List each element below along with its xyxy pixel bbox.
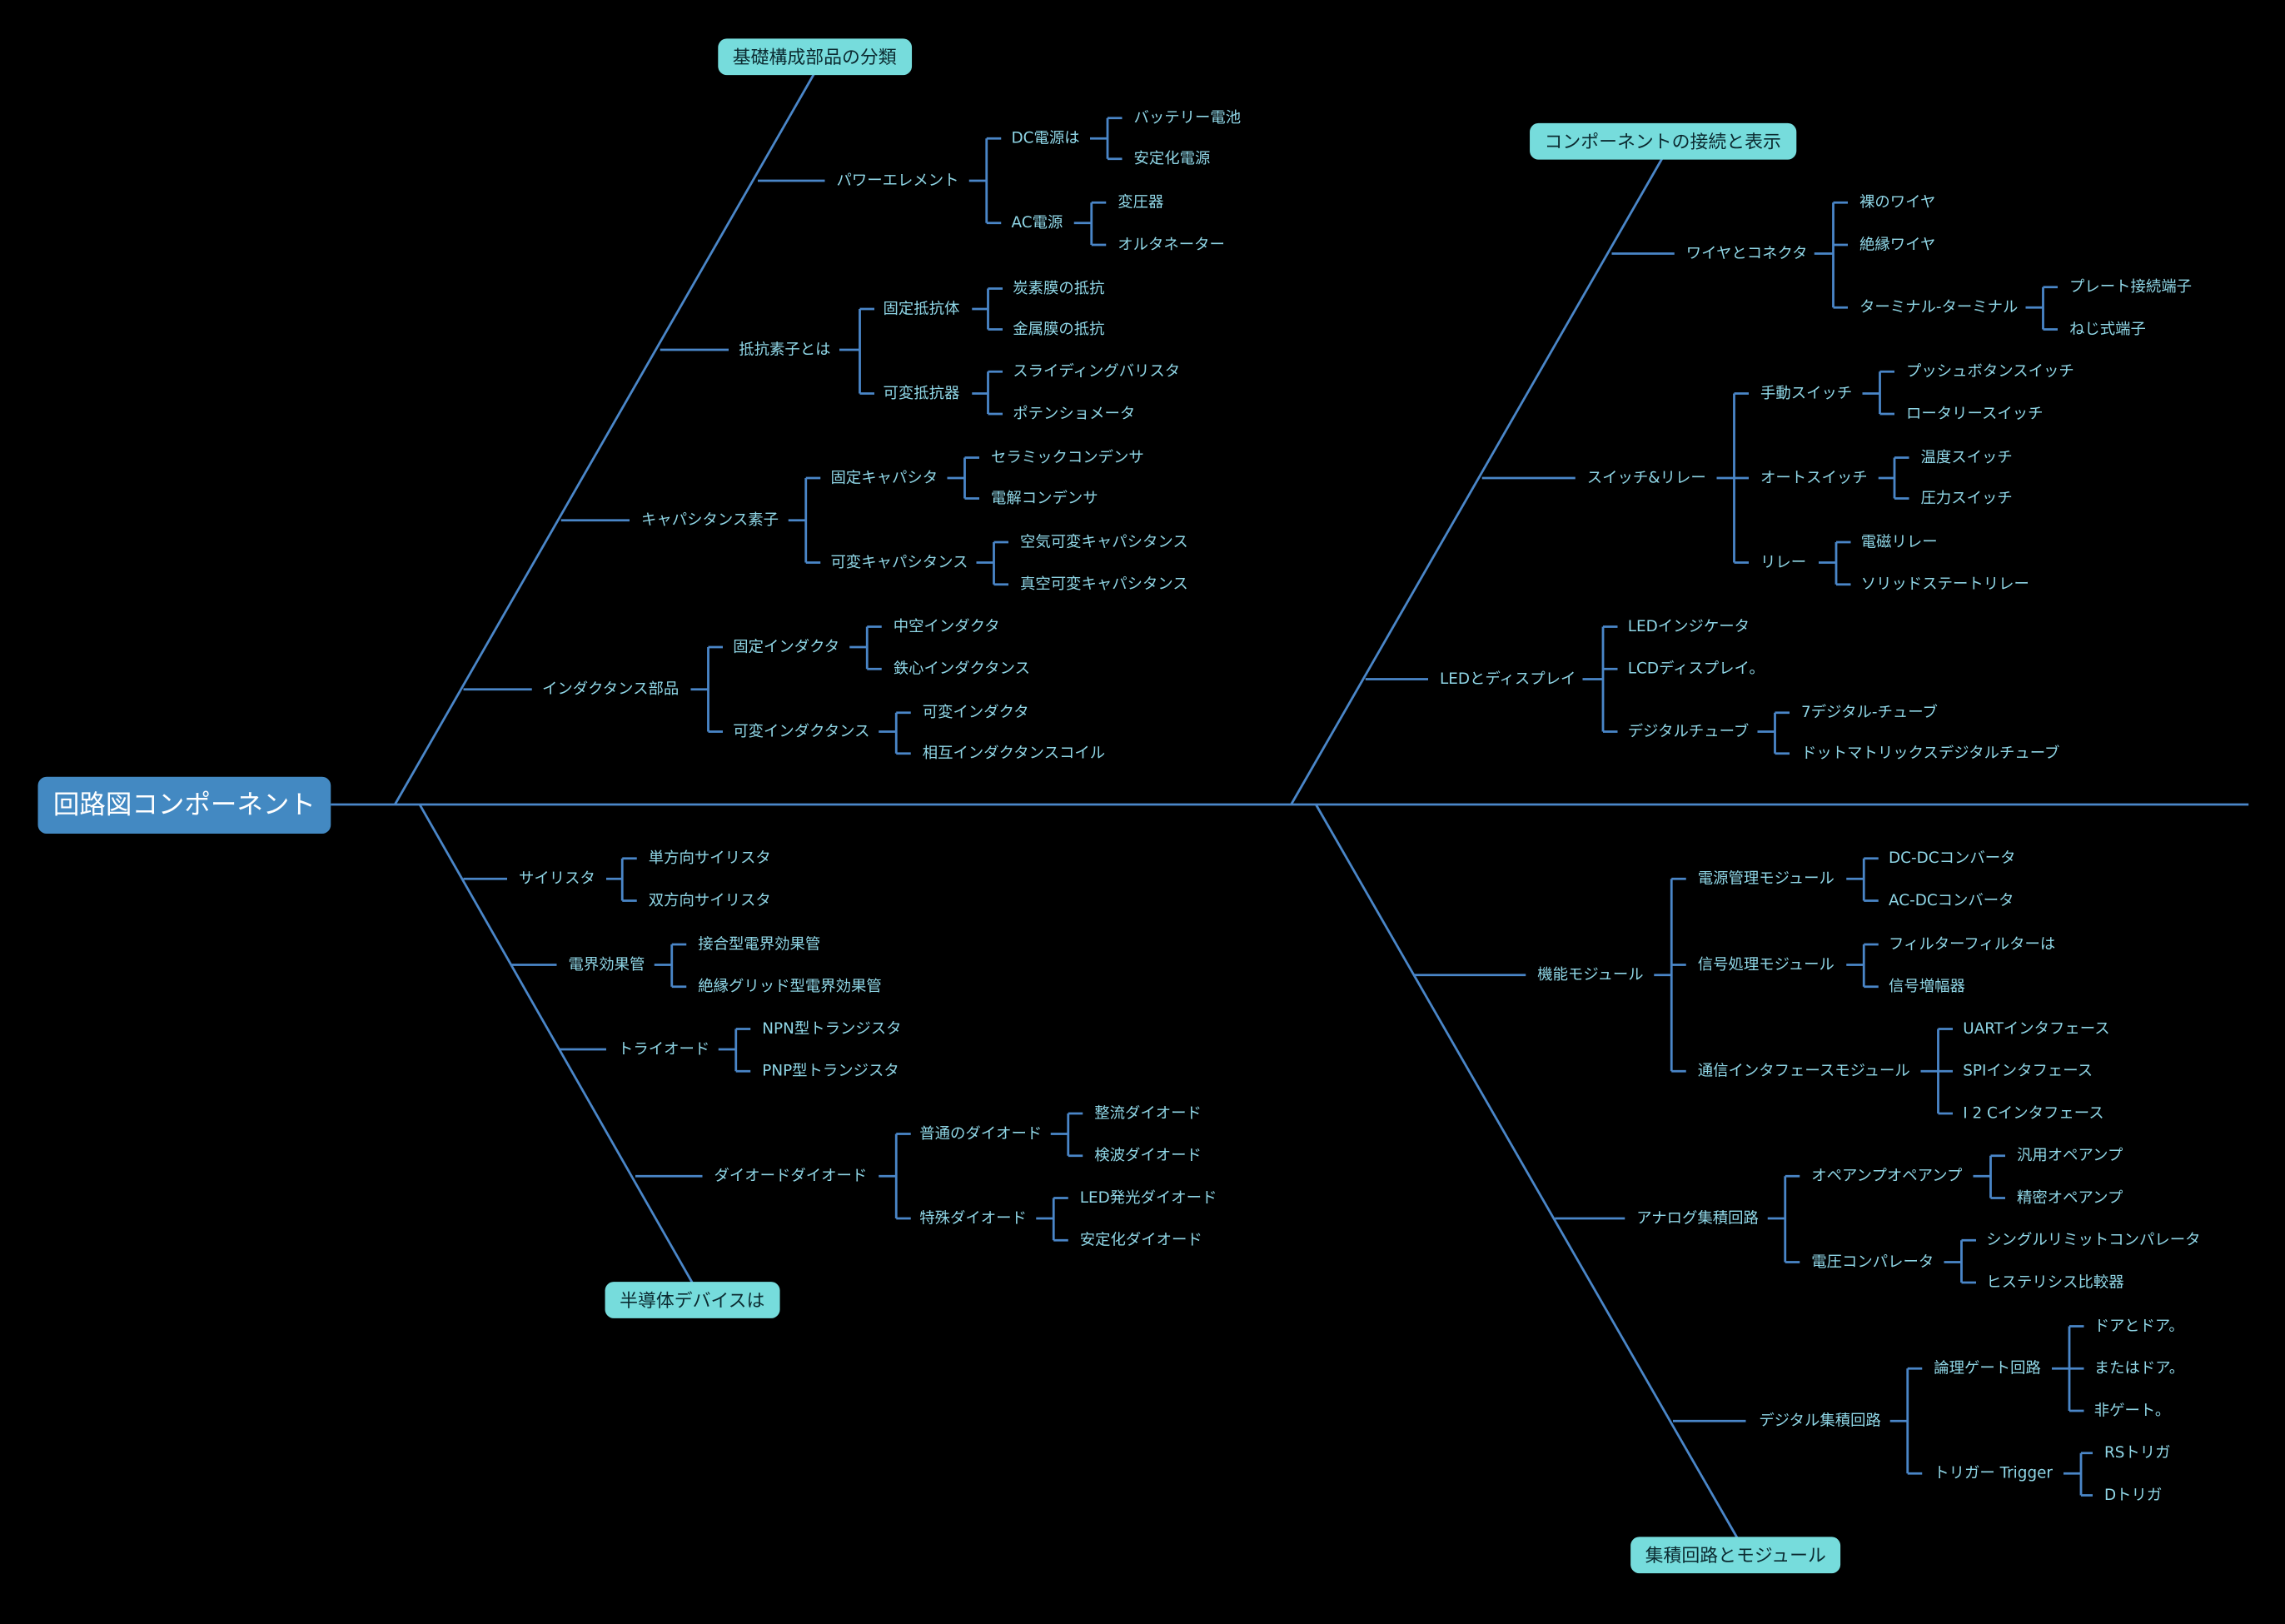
node-diode[interactable]: ダイオードダイオード <box>714 1167 868 1185</box>
node-special-diode[interactable]: 特殊ダイオード <box>919 1209 1027 1228</box>
node-screw-terminal[interactable]: ねじ式端子 <box>2069 321 2146 338</box>
node-carbon-film[interactable]: 炭素膜の抵抗 <box>1013 280 1105 297</box>
node-power-management-module[interactable]: 電源管理モジュール <box>1697 869 1834 888</box>
node-i2c-interface[interactable]: I 2 Cインタフェース <box>1963 1104 2104 1123</box>
node-dcdc-converter[interactable]: DC-DCコンバータ <box>1889 849 2016 868</box>
node-spi-interface[interactable]: SPIインタフェース <box>1963 1062 2093 1080</box>
node-stabilized-power[interactable]: 安定化電源 <box>1133 150 1211 168</box>
node-single-limit-comparator[interactable]: シングルリミットコンパレータ <box>1986 1231 2201 1249</box>
node-filter[interactable]: フィルターフィルターは <box>1889 935 2056 954</box>
node-mutual-inductance-coil[interactable]: 相互インダクタンスコイル <box>922 745 1106 763</box>
node-pnp-transistor[interactable]: PNP型トランジスタ <box>762 1062 899 1080</box>
node-manual-switch[interactable]: 手動スイッチ <box>1760 385 1853 402</box>
node-insulated-wire[interactable]: 絶縁ワイヤ <box>1859 236 1936 254</box>
node-pressure-switch[interactable]: 圧力スイッチ <box>1920 490 2013 507</box>
node-rotary-switch[interactable]: ロータリースイッチ <box>1906 405 2044 423</box>
node-solid-state-relay[interactable]: ソリッドステートリレー <box>1860 575 2029 594</box>
node-transformer[interactable]: 変圧器 <box>1118 193 1164 212</box>
node-wire-connector[interactable]: ワイヤとコネクタ <box>1685 245 1808 262</box>
node-potentiometer[interactable]: ポテンショメータ <box>1013 405 1136 423</box>
node-not-gate[interactable]: 非ゲート。 <box>2093 1402 2171 1420</box>
node-electrolytic-capacitor[interactable]: 電解コンデンサ <box>991 490 1098 507</box>
node-inductance[interactable]: インダクタンス部品 <box>542 680 680 699</box>
node-analog-ic[interactable]: アナログ集積回路 <box>1636 1209 1759 1228</box>
node-sliding-varistor[interactable]: スライディングバリスタ <box>1013 362 1181 381</box>
node-signal-processing-module[interactable]: 信号処理モジュール <box>1697 956 1834 974</box>
node-normal-diode[interactable]: 普通のダイオード <box>919 1125 1043 1143</box>
node-uart-interface[interactable]: UARTインタフェース <box>1963 1020 2110 1038</box>
node-switch-relay[interactable]: スイッチ&リレー <box>1586 469 1706 487</box>
node-dc-power[interactable]: DC電源は <box>1011 129 1080 147</box>
node-relay[interactable]: リレー <box>1760 554 1807 571</box>
node-digital-ic[interactable]: デジタル集積回路 <box>1759 1412 1881 1430</box>
node-terminal[interactable]: ターミナル-ターミナル <box>1859 298 2019 316</box>
node-led-indicator[interactable]: LEDインジケータ <box>1627 618 1750 635</box>
node-power-element[interactable]: パワーエレメント <box>836 172 959 190</box>
node-resistor[interactable]: 抵抗素子とは <box>739 341 831 359</box>
node-junction-fet[interactable]: 接合型電界効果管 <box>698 935 821 954</box>
node-digital-tube[interactable]: デジタルチューブ <box>1627 723 1750 740</box>
node-fixed-resistor[interactable]: 固定抵抗体 <box>883 300 960 318</box>
node-precision-opamp[interactable]: 精密オペアンプ <box>2017 1189 2123 1207</box>
category-connection-display[interactable]: コンポーネントの接続と表示 <box>1530 122 1796 160</box>
node-hollow-inductor[interactable]: 中空インダクタ <box>893 618 1000 635</box>
node-hysteresis-comparator[interactable]: ヒステリシス比較器 <box>1986 1273 2124 1292</box>
node-variable-inductance[interactable]: 可変インダクタンス <box>733 723 870 740</box>
node-vacuum-variable-capacitance[interactable]: 真空可変キャパシタンス <box>1020 575 1188 594</box>
category-ic-modules[interactable]: 集積回路とモジュール <box>1630 1537 1841 1574</box>
node-field-effect-tube[interactable]: 電界効果管 <box>568 956 645 974</box>
node-ceramic-capacitor[interactable]: セラミックコンデンサ <box>991 449 1144 466</box>
node-iron-core-inductance[interactable]: 鉄心インダクタンス <box>893 660 1031 678</box>
node-metal-film[interactable]: 金属膜の抵抗 <box>1013 321 1105 338</box>
node-acdc-converter[interactable]: AC-DCコンバータ <box>1889 892 2014 909</box>
node-d-trigger[interactable]: Dトリガ <box>2104 1487 2163 1504</box>
node-alternator[interactable]: オルタネーター <box>1118 236 1225 254</box>
node-opamp[interactable]: オペアンプオペアンプ <box>1811 1167 1963 1185</box>
node-and-gate[interactable]: ドアとドア。 <box>2093 1318 2184 1335</box>
node-temperature-switch[interactable]: 温度スイッチ <box>1920 449 2013 466</box>
node-ac-power[interactable]: AC電源 <box>1011 214 1063 232</box>
node-battery[interactable]: バッテリー電池 <box>1133 109 1242 127</box>
node-voltage-comparator[interactable]: 電圧コンパレータ <box>1811 1253 1934 1271</box>
node-variable-resistor[interactable]: 可変抵抗器 <box>883 385 960 402</box>
node-communication-interface-module[interactable]: 通信インタフェースモジュール <box>1697 1062 1910 1080</box>
node-variable-capacitance[interactable]: 可変キャパシタンス <box>830 554 968 571</box>
category-basic-components[interactable]: 基礎構成部品の分類 <box>718 38 912 76</box>
node-air-variable-capacitance[interactable]: 空気可変キャパシタンス <box>1020 533 1188 551</box>
node-plate-terminal[interactable]: プレート接続端子 <box>2069 278 2192 296</box>
node-bare-wire[interactable]: 裸のワイヤ <box>1859 193 1936 212</box>
node-bidirectional-thyristor[interactable]: 双方向サイリスタ <box>648 892 771 909</box>
node-electromagnetic-relay[interactable]: 電磁リレー <box>1860 533 1938 551</box>
node-detector-diode[interactable]: 検波ダイオード <box>1094 1147 1202 1165</box>
node-led-display[interactable]: LEDとディスプレイ <box>1440 670 1576 688</box>
node-thyristor[interactable]: サイリスタ <box>519 869 595 888</box>
node-triode[interactable]: トライオード <box>618 1040 710 1059</box>
node-or-gate[interactable]: またはドア。 <box>2093 1359 2185 1377</box>
node-logic-gate-circuit[interactable]: 論理ゲート回路 <box>1934 1359 2041 1377</box>
node-push-button-switch[interactable]: プッシュボタンスイッチ <box>1906 362 2074 381</box>
node-dot-matrix-tube[interactable]: ドットマトリックスデジタルチューブ <box>1801 745 2060 763</box>
node-unidirectional-thyristor[interactable]: 単方向サイリスタ <box>648 849 771 868</box>
node-function-module[interactable]: 機能モジュール <box>1537 966 1644 984</box>
node-lcd-display[interactable]: LCDディスプレイ。 <box>1627 660 1765 678</box>
root-node[interactable]: 回路図コンポーネント <box>37 776 331 834</box>
node-seven-segment-tube[interactable]: 7デジタル-チューブ <box>1801 704 1938 722</box>
category-semiconductor[interactable]: 半導体デバイスは <box>605 1282 779 1318</box>
node-led-diode[interactable]: LED発光ダイオード <box>1079 1189 1217 1207</box>
node-zener-diode[interactable]: 安定化ダイオード <box>1079 1231 1202 1249</box>
node-npn-transistor[interactable]: NPN型トランジスタ <box>762 1020 902 1038</box>
node-fixed-inductor[interactable]: 固定インダクタ <box>733 638 840 656</box>
node-general-opamp[interactable]: 汎用オペアンプ <box>2017 1147 2123 1165</box>
node-insulated-gate-fet[interactable]: 絶縁グリッド型電界効果管 <box>698 978 882 996</box>
node-trigger[interactable]: トリガー Trigger <box>1934 1464 2053 1482</box>
node-auto-switch[interactable]: オートスイッチ <box>1760 469 1868 487</box>
node-capacitance[interactable]: キャパシタンス素子 <box>641 511 779 530</box>
node-variable-inductor[interactable]: 可変インダクタ <box>922 704 1029 722</box>
node-rectifier-diode[interactable]: 整流ダイオード <box>1094 1104 1202 1123</box>
node-signal-amplifier[interactable]: 信号増幅器 <box>1889 978 1965 996</box>
node-fixed-capacitor[interactable]: 固定キャパシタ <box>830 469 938 487</box>
node-rs-trigger[interactable]: RSトリガ <box>2104 1444 2171 1462</box>
